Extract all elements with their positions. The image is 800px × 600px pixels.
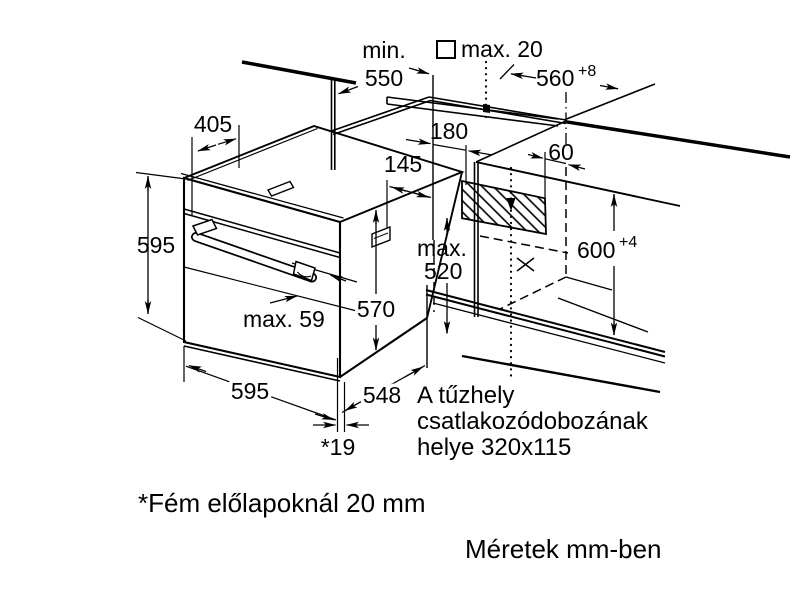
dim-560-tolerance: +8 <box>578 63 596 80</box>
dim-19-label: *19 <box>321 434 356 460</box>
dim-145-label: 145 <box>384 151 422 177</box>
oven-top-rim <box>187 127 318 182</box>
dim-570-label: 570 <box>357 296 395 322</box>
wall-corner-line <box>330 80 336 170</box>
wall-top-edge <box>241 60 357 85</box>
dim-560 <box>499 64 619 90</box>
side-vent <box>371 225 391 249</box>
dim-max-520-label-line2: 520 <box>424 258 462 284</box>
dim-19 <box>313 382 369 432</box>
connection-box-note-line1: A tűzhely <box>417 382 514 409</box>
dim-min-550-label-line2: 550 <box>365 65 403 91</box>
dim-600-tolerance: +4 <box>619 234 637 251</box>
oven-front-rim <box>180 172 344 219</box>
dim-145 <box>386 180 432 228</box>
dim-60-label: 60 <box>548 139 574 165</box>
center-line-arrow <box>506 198 516 211</box>
dim-595-height <box>135 171 187 342</box>
connection-box-note: A tűzhely csatlakozódobozának helye 320x… <box>417 382 649 461</box>
oven-bottom-edge <box>183 345 341 382</box>
lower-shelf-edges <box>425 276 666 394</box>
countertop-front-edge-right <box>565 120 791 159</box>
dim-548 <box>341 364 426 414</box>
door-plane-line <box>183 266 356 312</box>
dim-max-20-label: max. 20 <box>461 36 543 62</box>
dim-60 <box>527 152 586 198</box>
dim-600-label: 600 <box>577 237 615 263</box>
oven-top-bracket <box>266 180 295 197</box>
dim-min-550 <box>337 67 434 240</box>
countertop-back-edge <box>563 83 656 121</box>
handle-right-cap <box>292 260 316 282</box>
oven-back-edge <box>426 171 463 319</box>
oven-top-face <box>183 124 465 223</box>
upper-cabinet-depth-edge <box>331 96 431 136</box>
cabinet-structure <box>241 60 791 207</box>
connection-box-note-line3: helye 320x115 <box>417 434 571 461</box>
dim-max-59 <box>269 274 347 304</box>
dim-180-label: 180 <box>430 118 468 144</box>
niche-floor-center-mark <box>516 257 535 272</box>
cooktop-slab <box>386 96 559 127</box>
dim-595-height-label: 595 <box>137 232 175 258</box>
niche-front-post <box>473 162 479 317</box>
dim-180 <box>405 138 493 185</box>
dim-595-width-label: 595 <box>231 378 269 404</box>
oven-bottom-depth-edge <box>339 317 428 378</box>
connection-box-area <box>461 179 547 236</box>
dim-max-59-label: max. 59 <box>243 306 325 332</box>
metal-fronts-note: *Fém előlapoknál 20 mm <box>138 488 426 518</box>
dim-548-label: 548 <box>363 382 401 408</box>
square-symbol <box>436 40 456 59</box>
dim-405 <box>191 125 240 215</box>
units-note: Méretek mm-ben <box>465 534 662 564</box>
niche-top-edge <box>475 161 681 207</box>
dim-405-label: 405 <box>194 111 232 137</box>
niche-hidden-edges <box>433 167 569 312</box>
dim-max-520-label-line1: max. <box>417 235 467 261</box>
connection-box-note-line2: csatlakozódobozának <box>417 408 649 435</box>
dim-595-width <box>183 346 339 432</box>
cooktop-center-mark <box>483 104 490 113</box>
dim-min-550-label-line1: min. <box>362 37 405 63</box>
oven-handle <box>191 218 317 283</box>
dim-560-label: 560 <box>536 65 574 91</box>
handle-left-mount <box>191 218 218 236</box>
